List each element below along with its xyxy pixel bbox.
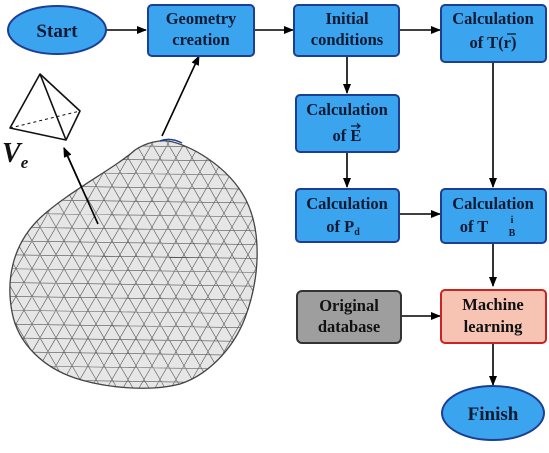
tetrahedron-element-icon <box>9 73 81 141</box>
element-volume-label: Ve <box>2 138 29 172</box>
initial-label-line2: conditions <box>311 30 384 49</box>
calc-t-box: Calculation of T(r) <box>440 4 547 63</box>
calc-tb-line2: of T <box>460 217 489 236</box>
calc-pd-box: Calculation of Pd <box>295 188 400 243</box>
finish-ellipse <box>441 385 545 441</box>
database-label-line1: Original <box>319 296 379 315</box>
arrow-mesh-to-geometry <box>161 55 200 137</box>
calc-tb-line1: Calculation <box>452 194 534 213</box>
initial-conditions-box: Initial conditions <box>293 4 400 57</box>
triangulated-mesh-body <box>9 138 258 389</box>
start-label: Start <box>36 21 78 42</box>
superscript-i: i <box>511 215 514 226</box>
vector-r: r <box>504 33 511 52</box>
subscript-b: B <box>509 228 516 239</box>
geometry-label-line1: Geometry <box>166 9 237 28</box>
ml-label-line2: learning <box>464 317 523 336</box>
calc-t-line1: Calculation <box>452 9 534 28</box>
finish-label: Finish <box>468 404 519 425</box>
initial-label-line1: Initial <box>325 9 369 28</box>
geometry-creation-box: Geometry creation <box>147 4 255 57</box>
calc-tb-box: Calculation of T i B <box>440 188 547 244</box>
calc-pd-line2: of Pd <box>326 217 360 238</box>
database-label-line2: database <box>318 317 380 336</box>
calc-e-line1: Calculation <box>306 100 388 119</box>
start-node: Start <box>7 5 107 55</box>
original-database-box: Original database <box>296 290 402 344</box>
finish-node: Finish <box>441 385 545 441</box>
mesh-overlay-arrows <box>63 147 99 225</box>
start-ellipse <box>7 5 107 55</box>
vector-e: E <box>350 126 361 145</box>
arrow-element-to-tetrahedron-overlay <box>63 147 99 225</box>
calc-pd-line1: Calculation <box>306 194 388 213</box>
mesh-top-tip <box>159 138 183 144</box>
vector-e-arrow <box>351 123 361 129</box>
subscript-d: d <box>354 227 360 238</box>
geometry-label-line2: creation <box>172 30 229 49</box>
calc-e-line2: of E <box>333 126 362 145</box>
calc-e-box: Calculation of E <box>295 94 400 153</box>
ml-label-line1: Machine <box>462 295 523 314</box>
calc-t-line2: of T(r) <box>470 33 517 52</box>
machine-learning-box: Machine learning <box>440 289 547 344</box>
